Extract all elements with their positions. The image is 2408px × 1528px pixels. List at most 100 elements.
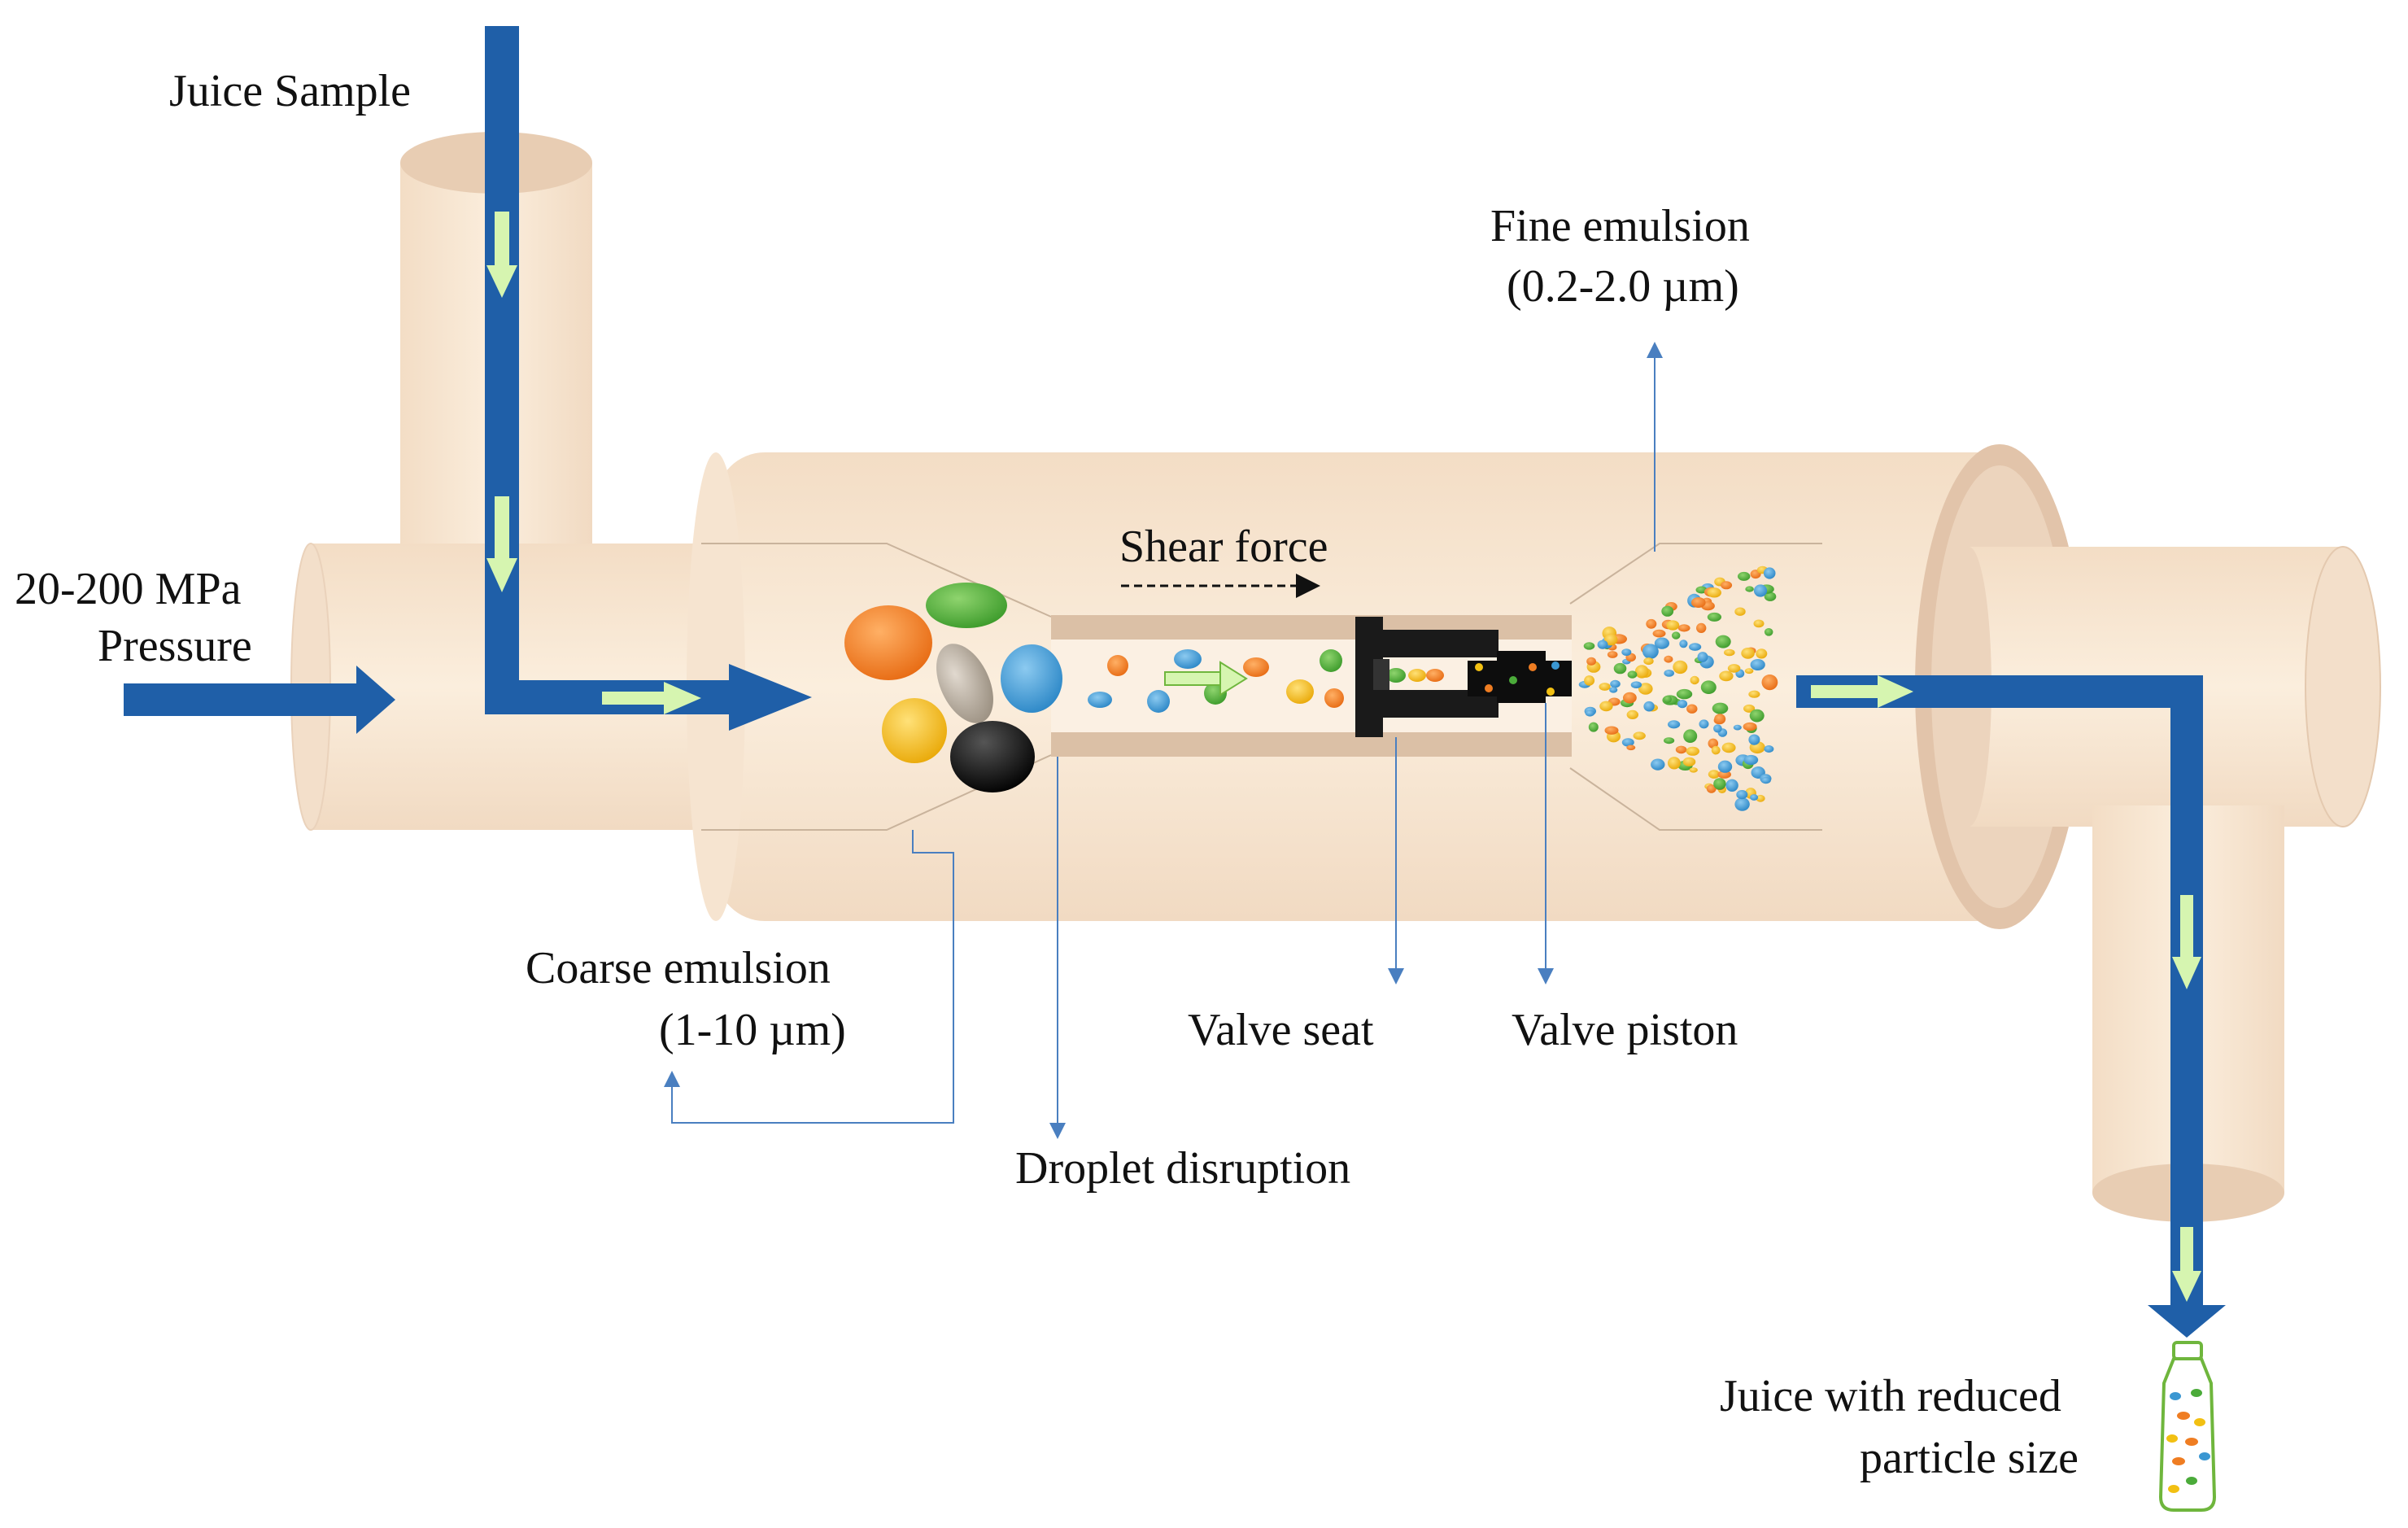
fine-droplet [1743,704,1756,713]
droplet-disruption-label: Droplet disruption [1015,1143,1350,1194]
fine-droplet [1609,687,1618,693]
fine-droplet [1675,745,1687,754]
fine-droplet [1599,683,1611,691]
fine-droplet [1588,722,1599,732]
fine-droplet [1699,719,1709,729]
fine-droplet [1750,794,1759,801]
fine-droplet [1715,635,1731,648]
fine-droplet [1749,709,1765,723]
fine-droplet [1713,724,1722,733]
fine-droplet [1764,628,1773,636]
fine-droplet [1734,607,1746,616]
fine-droplet [1689,643,1702,651]
fine-droplet [1764,745,1774,753]
fine-droplet [1646,618,1657,629]
fine-droplet [1764,592,1777,601]
fine-droplet [1666,620,1680,631]
fine-droplet [1585,709,1595,717]
fine-droplet [1652,629,1666,638]
pressure-arrow [124,666,395,734]
fine-droplet [1664,655,1673,663]
fine-droplet [1738,571,1751,581]
fine-droplet [1686,704,1698,714]
juice-reduced-label-line1: Juice with reduced [1720,1371,2061,1421]
pressure-label-line1: 20-200 MPa [15,564,242,614]
fine-emulsion-label-line2: (0.2-2.0 µm) [1507,261,1739,312]
fine-droplet [1748,734,1760,745]
fine-droplet [1727,664,1741,673]
inlet-inner-arrows [486,212,701,714]
fine-droplet [1661,605,1674,617]
fine-droplet [1763,567,1776,579]
fine-droplet [1623,692,1637,704]
fine-droplet [1672,631,1681,640]
valve-piston-label: Valve piston [1512,1005,1738,1055]
fine-droplet [1642,644,1659,659]
fine-droplet [1597,640,1608,649]
fine-droplet [1725,779,1738,792]
fine-droplet [1668,720,1681,729]
fine-droplet [1651,758,1665,771]
juice-bottle-icon [2158,1341,2217,1512]
fine-droplet [1690,675,1699,685]
fine-droplet [1604,726,1619,735]
fine-droplet [1721,742,1736,753]
fine-droplet [1677,700,1688,709]
fine-droplet [1664,737,1675,744]
fine-droplet [1743,754,1759,766]
fine-droplet [1586,657,1596,666]
fine-droplet [1717,770,1731,779]
fine-droplet [1691,597,1706,608]
fine-droplet [1627,670,1638,679]
fine-droplet [1664,670,1674,677]
fine-droplet [1630,681,1642,688]
fine-droplet [1697,652,1708,662]
fine-droplet [1686,746,1699,756]
valve-piston [1468,651,1572,703]
fine-droplet [1717,760,1733,773]
fine-droplet [1626,709,1639,720]
fine-droplet [1643,701,1655,712]
coarse-emulsion-label-line2: (1-10 µm) [659,1005,846,1055]
fine-droplet [1760,777,1771,784]
fine-droplet [1677,624,1690,632]
fine-droplet [1753,584,1768,597]
juice-outlet-flow-arrow [1796,675,2226,1338]
fine-emulsion-droplets [1578,565,1778,811]
leader-lines [664,342,1663,1139]
fine-droplet [1743,722,1757,731]
fine-droplet [1638,683,1653,695]
fine-droplet [1745,586,1754,592]
fine-droplet [1719,670,1734,682]
fine-droplet [1610,679,1621,688]
fine-droplet [1584,675,1595,686]
fine-droplet [1761,675,1778,691]
fine-droplet [1756,648,1768,659]
fine-droplet [1696,622,1707,634]
fine-droplet [1633,731,1646,740]
fine-droplet [1713,778,1726,790]
fine-droplet [1753,619,1765,628]
fine-droplet [1604,633,1618,646]
valve-seat-label: Valve seat [1188,1005,1374,1055]
coarse-emulsion-label-line1: Coarse emulsion [526,943,831,993]
fine-droplet [1756,794,1765,802]
fine-droplet [1748,690,1760,698]
fine-droplet [1634,665,1649,679]
fine-droplet [1643,657,1654,666]
fine-droplet [1668,757,1681,770]
fine-droplet [1734,797,1750,811]
fine-droplet [1721,581,1733,590]
fine-droplet [1676,688,1693,700]
fine-droplet [1673,660,1688,675]
fine-droplet [1750,659,1765,670]
fine-emulsion-label-line1: Fine emulsion [1490,201,1750,251]
fine-droplet [1583,642,1595,650]
fine-droplet [1741,648,1755,659]
juice-reduced-label-line2: particle size [1860,1433,2079,1483]
fine-droplet [1654,637,1669,649]
fine-droplet [1679,640,1688,648]
fine-droplet [1744,668,1754,675]
fine-droplet [1724,648,1735,657]
